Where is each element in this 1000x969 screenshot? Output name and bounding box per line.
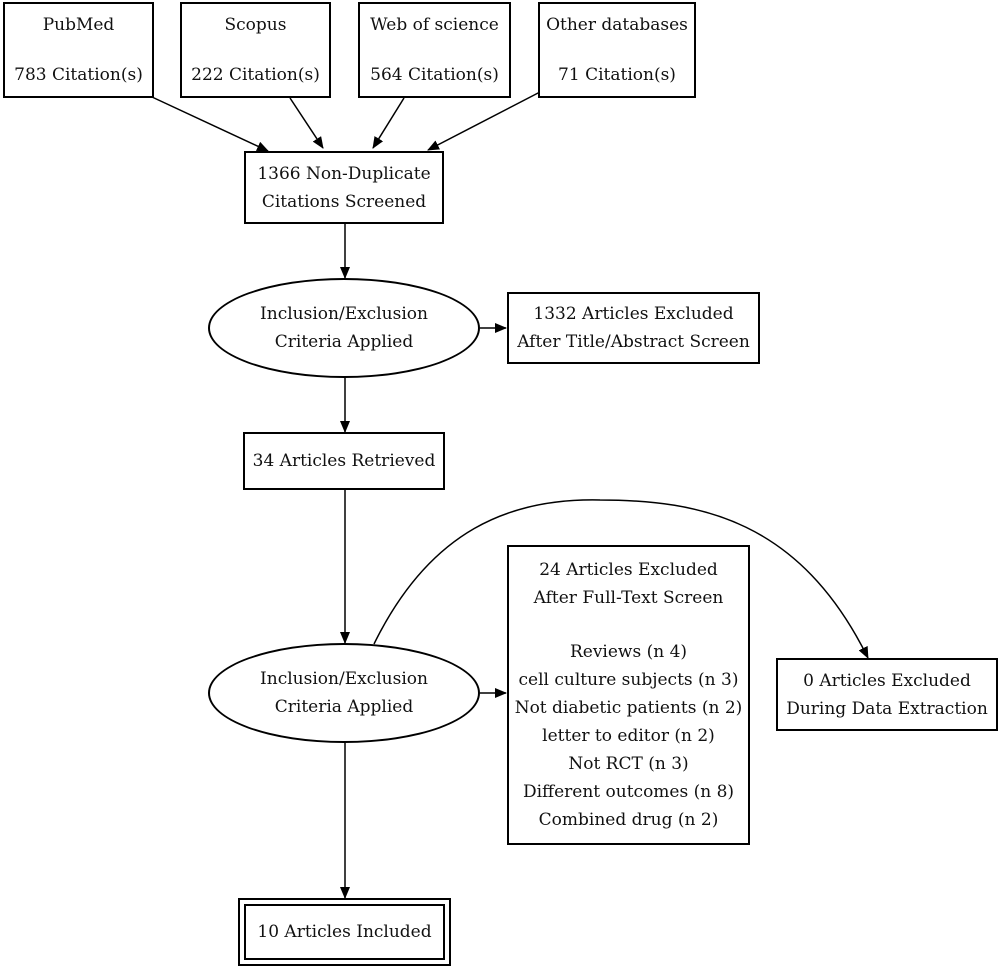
source-scopus: Scopus 222 Citation(s) bbox=[180, 2, 331, 98]
excluded3-line1: 0 Articles Excluded bbox=[803, 670, 971, 691]
exclusion-reason: Reviews (n 4) bbox=[569, 642, 688, 662]
screened-line1: 1366 Non-Duplicate bbox=[257, 163, 431, 184]
excluded1-line1: 1332 Articles Excluded bbox=[533, 304, 734, 324]
criteria-ellipse-1: Inclusion/Exclusion Criteria Applied bbox=[208, 278, 480, 378]
included-box: 10 Articles Included bbox=[238, 898, 451, 966]
source-name: PubMed bbox=[42, 15, 115, 35]
included-label: 10 Articles Included bbox=[257, 922, 432, 942]
exclusion-reason: letter to editor (n 2) bbox=[542, 726, 715, 746]
exclusion-reason: Combined drug (n 2) bbox=[538, 810, 719, 830]
arrow-other-to-screened bbox=[427, 91, 541, 151]
arrow-criteria2-to-excluded3 bbox=[373, 499, 869, 659]
source-count: 783 Citation(s) bbox=[14, 65, 143, 85]
source-count: 564 Citation(s) bbox=[370, 65, 499, 85]
source-pubmed: PubMed 783 Citation(s) bbox=[3, 2, 154, 98]
excluded-title-abstract-box: 1332 Articles Excluded After Title/Abstr… bbox=[507, 292, 760, 364]
retrieved-box: 34 Articles Retrieved bbox=[243, 432, 445, 490]
excluded-data-extraction-box: 0 Articles Excluded During Data Extracti… bbox=[776, 658, 998, 731]
criteria-ellipse-2: Inclusion/Exclusion Criteria Applied bbox=[208, 643, 480, 743]
excluded-full-text-box: 24 Articles Excluded After Full-Text Scr… bbox=[507, 545, 750, 845]
source-count: 71 Citation(s) bbox=[558, 65, 676, 85]
screened-box: 1366 Non-Duplicate Citations Screened bbox=[244, 151, 444, 224]
criteria1-line1: Inclusion/Exclusion bbox=[260, 304, 428, 324]
source-web-of-science: Web of science 564 Citation(s) bbox=[358, 2, 511, 98]
arrow-scopus-to-screened bbox=[289, 97, 324, 149]
excluded1-line2: After Title/Abstract Screen bbox=[517, 332, 750, 352]
source-count: 222 Citation(s) bbox=[191, 65, 320, 85]
excluded2-line2: After Full-Text Screen bbox=[533, 588, 724, 608]
retrieved-label: 34 Articles Retrieved bbox=[252, 451, 436, 471]
arrow-wos-to-screened bbox=[372, 97, 405, 149]
exclusion-reason: Different outcomes (n 8) bbox=[522, 782, 735, 802]
exclusion-reason: cell culture subjects (n 3) bbox=[518, 670, 739, 690]
source-name: Scopus bbox=[224, 15, 287, 35]
excluded2-line1: 24 Articles Excluded bbox=[539, 560, 718, 580]
source-name: Other databases bbox=[546, 15, 688, 35]
criteria1-line2: Criteria Applied bbox=[274, 332, 414, 352]
exclusion-reason: Not RCT (n 3) bbox=[568, 754, 689, 774]
arrow-pubmed-to-screened bbox=[151, 96, 269, 152]
criteria2-line1: Inclusion/Exclusion bbox=[260, 669, 428, 689]
source-other-databases: Other databases 71 Citation(s) bbox=[538, 2, 696, 98]
screened-line2: Citations Screened bbox=[261, 191, 427, 212]
exclusion-reason: Not diabetic patients (n 2) bbox=[514, 698, 743, 718]
excluded3-line2: During Data Extraction bbox=[786, 698, 988, 719]
source-name: Web of science bbox=[370, 15, 499, 35]
criteria2-line2: Criteria Applied bbox=[274, 697, 414, 717]
